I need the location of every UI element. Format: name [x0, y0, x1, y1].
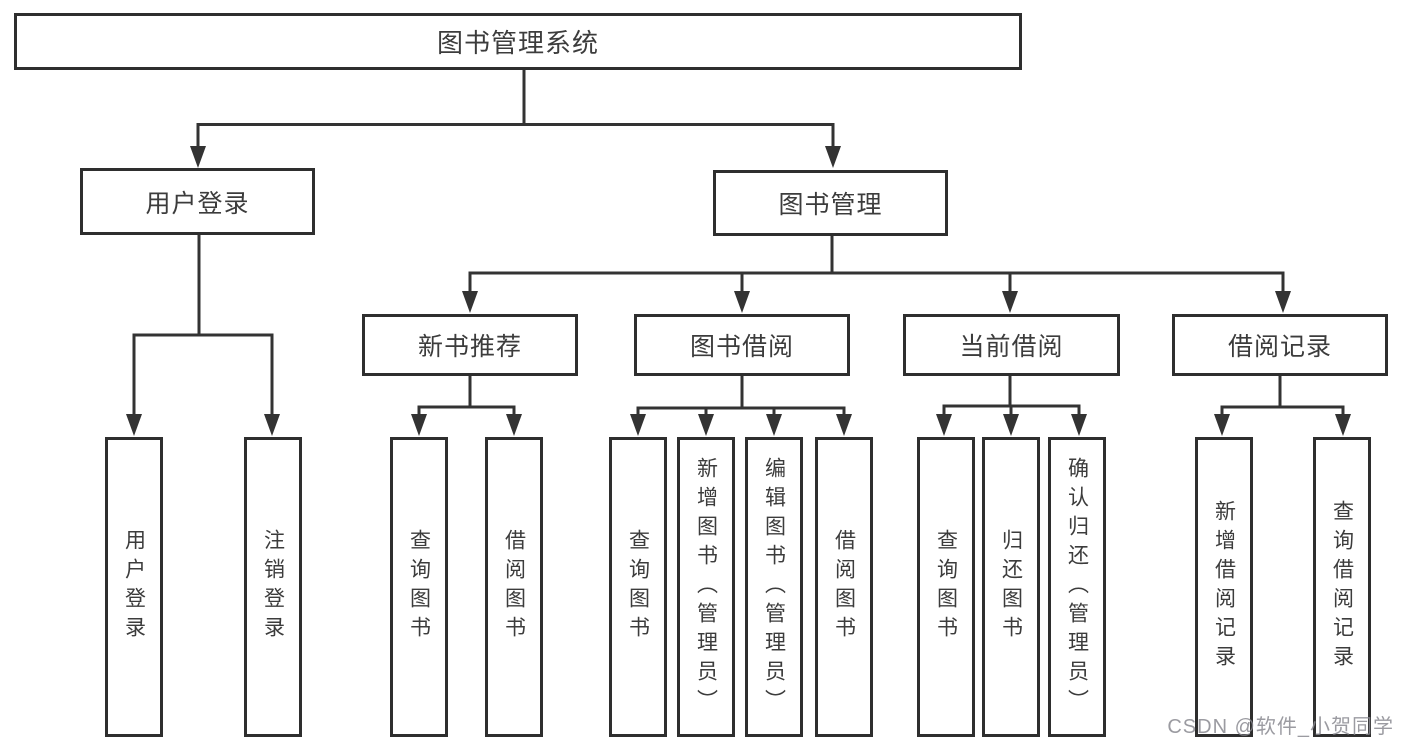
node-user-login: 用户登录 — [80, 168, 315, 235]
node-borrowing-records: 借阅记录 — [1172, 314, 1388, 376]
node-root-system: 图书管理系统 — [14, 13, 1022, 70]
node-book-management: 图书管理 — [713, 170, 948, 236]
leaf-borrow-add-books-admin: 新增图书（管理员） — [677, 437, 735, 737]
leaf-borrow-query-books: 查询图书 — [609, 437, 667, 737]
node-current-borrowing: 当前借阅 — [903, 314, 1120, 376]
node-new-book-recommend: 新书推荐 — [362, 314, 578, 376]
leaf-borrow-edit-books-admin: 编辑图书（管理员） — [745, 437, 803, 737]
leaf-records-query-record: 查询借阅记录 — [1313, 437, 1371, 737]
csdn-watermark: CSDN @软件_小贺同学 — [1167, 716, 1394, 738]
leaf-borrow-borrow-books: 借阅图书 — [815, 437, 873, 737]
leaf-current-return-books: 归还图书 — [982, 437, 1040, 737]
leaf-current-query-books: 查询图书 — [917, 437, 975, 737]
leaf-rec-borrow-books: 借阅图书 — [485, 437, 543, 737]
leaf-logout-login: 注销登录 — [244, 437, 302, 737]
leaf-current-confirm-return-admin: 确认归还（管理员） — [1048, 437, 1106, 737]
leaf-rec-query-books: 查询图书 — [390, 437, 448, 737]
node-book-borrowing: 图书借阅 — [634, 314, 850, 376]
leaf-user-login: 用户登录 — [105, 437, 163, 737]
leaf-records-add-record: 新增借阅记录 — [1195, 437, 1253, 737]
